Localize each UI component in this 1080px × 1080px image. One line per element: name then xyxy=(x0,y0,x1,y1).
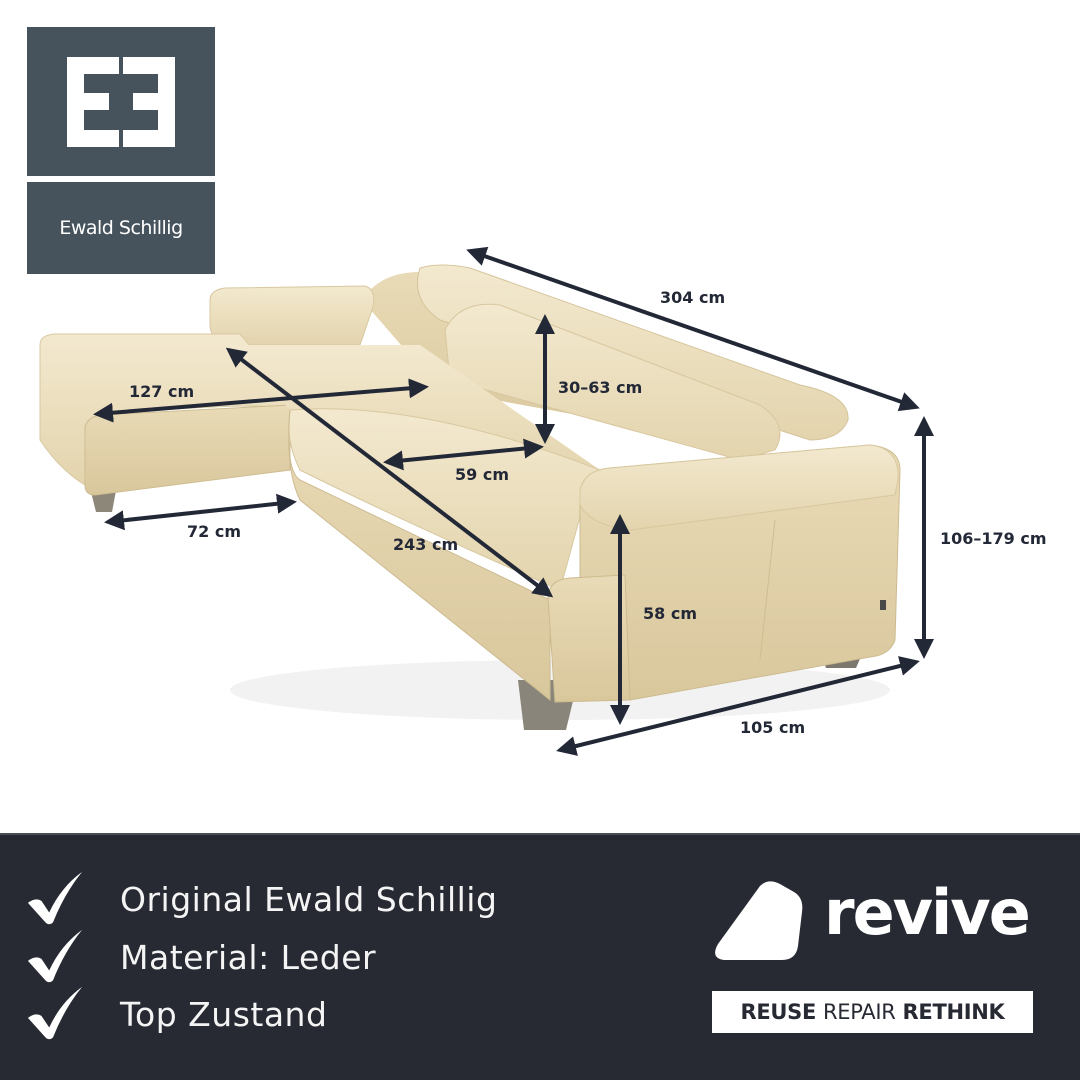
dimension-lines xyxy=(93,246,934,756)
feature-item: Top Zustand xyxy=(26,985,327,1043)
ee-logo-icon xyxy=(67,57,175,147)
feature-item: Material: Leder xyxy=(26,928,376,986)
revive-wordmark: revive xyxy=(824,876,1031,949)
dim-chaise-depth: 72 cm xyxy=(187,522,241,541)
feature-banner xyxy=(0,833,1080,1080)
dim-chaise-width: 127 cm xyxy=(129,382,195,401)
feature-label: Material: Leder xyxy=(120,937,377,977)
dim-headrest-height: 30–63 cm xyxy=(558,378,643,397)
dim-seat-depth: 59 cm xyxy=(455,465,509,484)
dim-total-width: 304 cm xyxy=(660,288,726,307)
check-icon xyxy=(27,986,83,1040)
brand-name-box: Ewald Schillig xyxy=(27,182,215,274)
brand-logo-mark xyxy=(27,27,215,176)
dim-seat-height: 58 cm xyxy=(643,604,697,623)
feature-label: Original Ewald Schillig xyxy=(120,879,498,919)
dim-depth: 105 cm xyxy=(740,718,806,737)
feature-label: Top Zustand xyxy=(120,994,328,1034)
check-icon xyxy=(27,929,83,983)
check-icon xyxy=(27,871,83,925)
dim-total-height: 106–179 cm xyxy=(940,529,1047,548)
revive-shape-icon xyxy=(715,881,803,960)
tagline-repair: REPAIR xyxy=(823,1000,896,1024)
dim-side-length: 243 cm xyxy=(393,535,459,554)
sofa-illustration xyxy=(39,246,934,756)
brand-name: Ewald Schillig xyxy=(59,217,183,239)
revive-tagline: REUSE REPAIR RETHINK xyxy=(712,991,1033,1033)
tagline-rethink: RETHINK xyxy=(902,1000,1005,1024)
feature-item: Original Ewald Schillig xyxy=(26,870,497,928)
tagline-reuse: REUSE xyxy=(740,1000,817,1024)
sofa-dimension-diagram: 304 cm 30–63 cm 127 cm 59 cm 72 cm 243 c… xyxy=(39,246,1047,756)
